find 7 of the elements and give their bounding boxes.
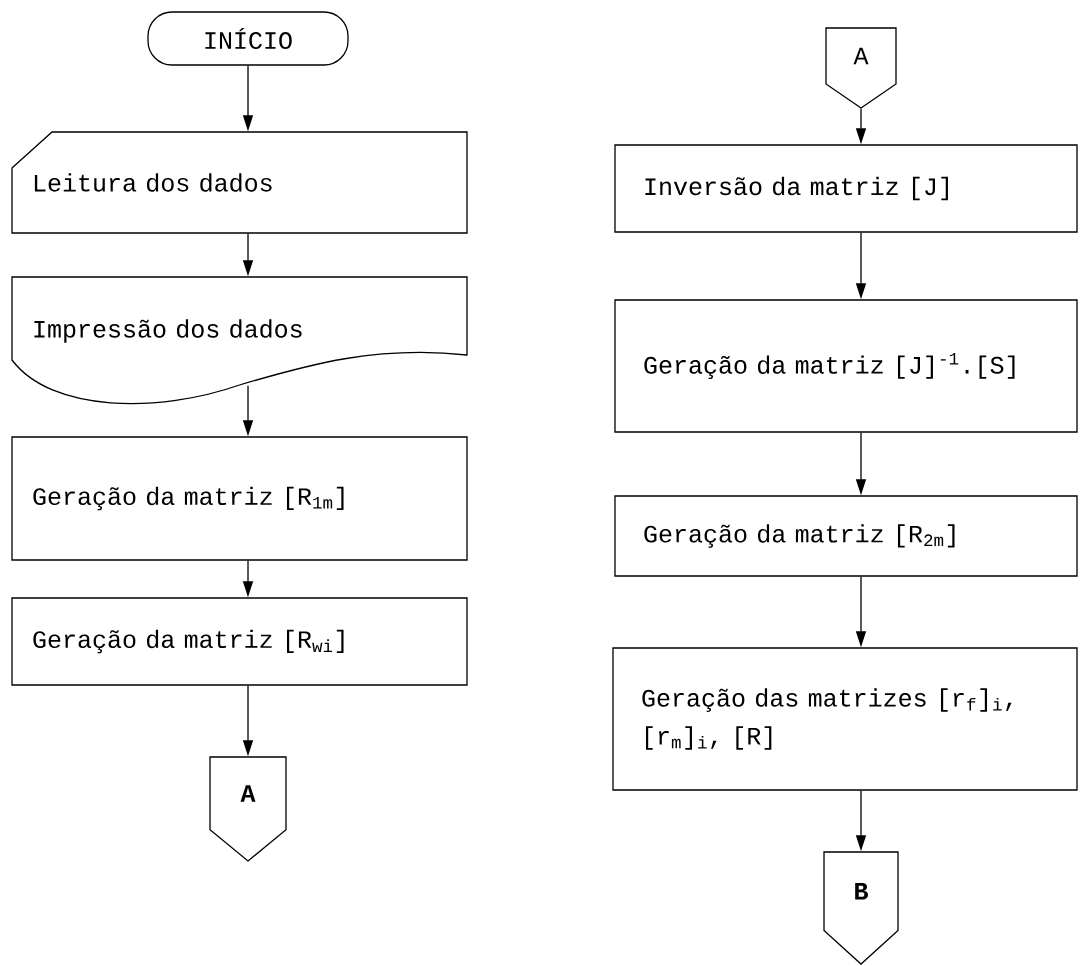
process-box: Geração das matrizes [r$_{f}$]$_{i}$, [r$_{m}$]$_{i}$, [R] [612, 647, 1078, 791]
process-box: Geração da matriz [R$_{2m}$] [614, 495, 1078, 577]
process-box: Inversão da matriz [J] [614, 144, 1078, 233]
process-box: Geração da matriz [R$_{wi}$] [11, 597, 468, 686]
process-box: Geração da matriz [R$_{1m}$] [11, 436, 468, 561]
process-box: Geração da matriz [J]$^{-1}$.[S] [614, 299, 1078, 433]
input-box: Leitura dos dados [11, 131, 468, 234]
